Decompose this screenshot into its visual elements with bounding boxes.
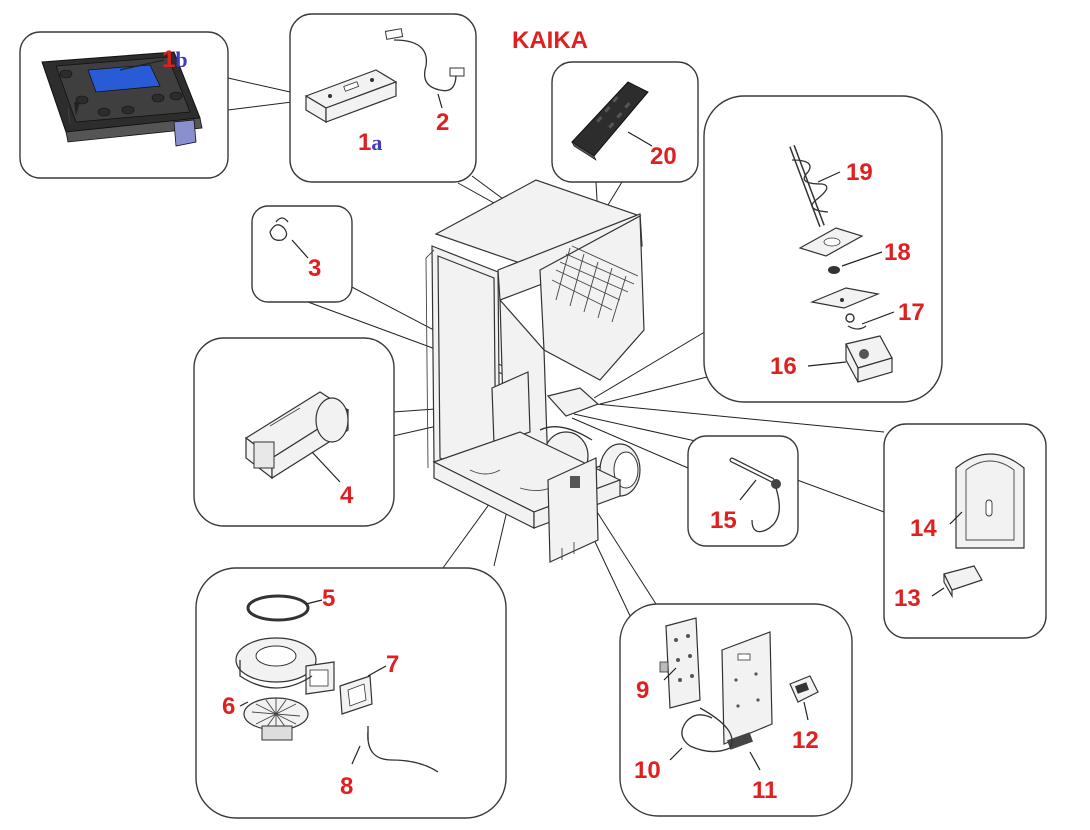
callout-1a-2: 1a 2 [289,13,477,183]
callout-5-8: 5 6 7 8 [195,567,507,819]
callout-20: 20 [551,61,699,183]
label-11: 11 [752,777,777,804]
diagram-title: KAIKA [512,27,588,54]
callout-9-12: 9 11 10 12 [619,603,853,817]
leader-lines [227,77,885,621]
callout-16-19: 19 18 17 16 [703,95,943,403]
label-19: 19 [846,159,873,186]
label-7: 7 [386,651,399,678]
label-5: 5 [322,585,335,612]
label-16: 16 [770,353,797,380]
label-10: 10 [634,757,661,784]
label-9: 9 [636,677,649,704]
label-12: 12 [792,727,819,754]
callout-13-14: 14 13 [883,423,1047,639]
label-4: 4 [340,482,354,509]
callout-1b: 1b [19,31,229,179]
label-20: 20 [650,143,677,170]
lcd-display [87,64,161,93]
label-13: 13 [894,585,921,612]
label-14: 14 [910,515,937,542]
label-15: 15 [710,507,737,534]
label-3: 3 [308,255,321,282]
label-18: 18 [884,239,911,266]
label-2: 2 [436,109,449,136]
label-8: 8 [340,773,353,800]
label-6: 6 [222,693,235,720]
callout-4: 4 [193,337,395,527]
label-1a: 1a [358,129,382,156]
label-17: 17 [898,299,925,326]
callout-3: 3 [251,205,353,303]
callout-15: 15 [687,435,799,547]
stove-body [425,179,645,563]
label-1b: 1b [162,46,188,73]
